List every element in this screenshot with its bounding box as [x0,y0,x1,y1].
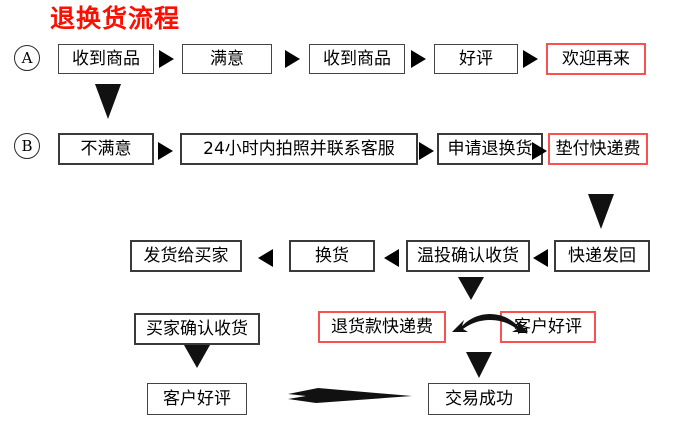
node-exchange-goods[interactable]: 换货 [289,240,375,272]
arrow-right-a4 [523,50,538,68]
node-customer-good-review[interactable]: 客户好评 [147,383,247,415]
arrow-right-a2 [285,50,300,68]
arrow-right-b1 [158,142,173,160]
node-received-goods-a[interactable]: 收到商品 [58,44,154,74]
node-buyer-confirm-receipt[interactable]: 买家确认收货 [134,313,260,345]
node-satisfied[interactable]: 满意 [182,44,272,74]
arrow-tapered-left-e2-to-e1 [288,388,412,403]
arrow-left-c1 [258,249,273,267]
node-good-review-a[interactable]: 好评 [434,44,518,74]
arrow-down-d1-to-e1 [184,345,210,368]
lane-label-a: A [14,45,40,71]
arrow-down-b4-to-c4 [588,194,614,229]
arrow-down-c3-to-d [458,277,484,300]
arrow-right-b3 [532,142,547,160]
arrow-left-c2 [384,249,399,267]
arrow-right-b2 [419,142,434,160]
node-courier-return[interactable]: 快递发回 [554,240,650,272]
node-advance-shipping-fee[interactable]: 垫付快递费 [548,133,648,165]
arrow-down-a1-to-b1 [95,84,121,119]
node-photo-contact-service[interactable]: 24小时内拍照并联系客服 [180,133,418,165]
node-confirm-receipt-warm[interactable]: 温投确认收货 [406,240,530,272]
page-title: 退换货流程 [50,4,181,33]
node-unsatisfied[interactable]: 不满意 [58,133,154,165]
arrow-right-a1 [159,50,174,68]
node-welcome-again[interactable]: 欢迎再来 [546,43,646,75]
node-received-goods-b[interactable]: 收到商品 [309,44,405,74]
node-transaction-success[interactable]: 交易成功 [428,383,530,415]
node-apply-return[interactable]: 申请退换货 [437,133,543,165]
arrow-right-a3 [411,50,426,68]
arrow-left-c3 [533,249,548,267]
arrow-down-to-transaction-success [466,352,492,378]
node-ship-to-buyer[interactable]: 发货给买家 [130,240,242,272]
node-customer-good-review-red[interactable]: 客户好评 [500,311,596,343]
node-refund-shipping-fee[interactable]: 退货款快递费 [318,311,446,343]
lane-label-b: B [14,133,40,159]
